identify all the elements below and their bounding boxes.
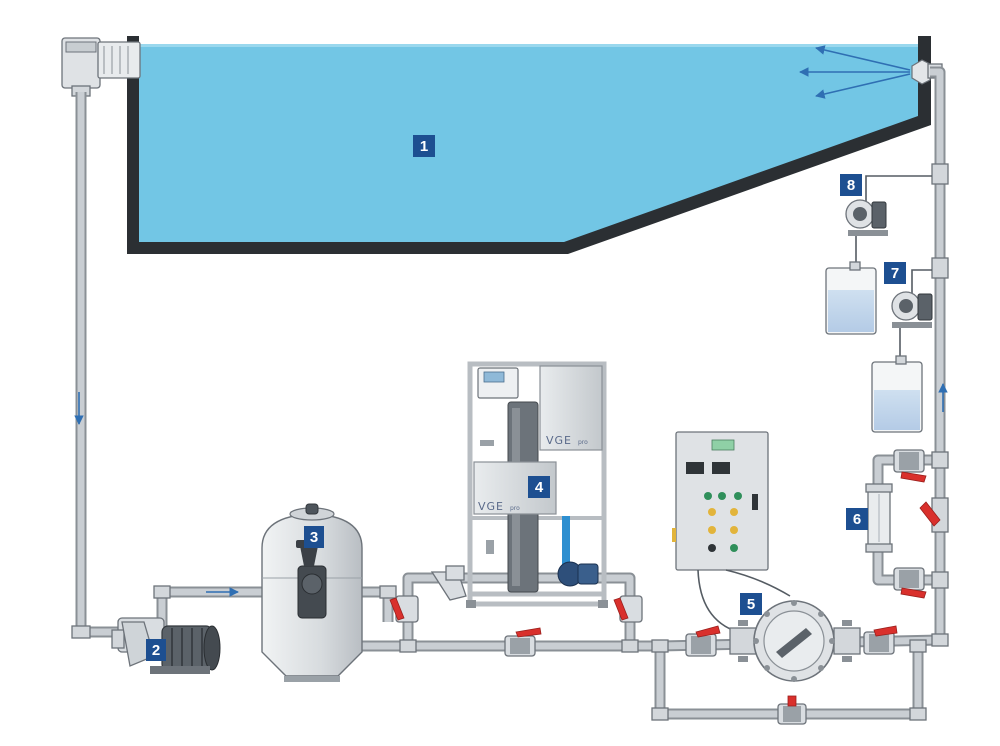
chemical-tank-lower: [871, 355, 923, 433]
valve-generator-inlet: [389, 595, 419, 623]
generator-logo-main: VGE: [478, 500, 504, 513]
valve-bypass: [777, 695, 807, 725]
pool: [127, 36, 931, 254]
strainer: [430, 565, 467, 601]
pool-water-surface: [139, 44, 918, 47]
heat-exchanger: [865, 483, 893, 553]
label-pump-text: 2: [152, 642, 160, 659]
valve-hx-bottom: [893, 567, 927, 599]
skimmer: [61, 37, 141, 97]
valve-hx-bypass: [919, 501, 941, 527]
dosing-pump-upper: [845, 175, 932, 268]
valve-reactor-outlet: [863, 625, 898, 655]
label-pump: 2: [146, 639, 166, 661]
generator-logo-top-sub: pro: [578, 439, 588, 446]
chemical-tank-upper: [825, 261, 877, 335]
label-pool-text: 1: [420, 138, 428, 155]
valve-generator-outlet: [613, 595, 643, 623]
pipe-joints: [71, 163, 949, 721]
valves: [389, 449, 941, 725]
chlorine-generator: VGE pro VGE pro: [466, 361, 608, 608]
label-dosing-pump-lower: 7: [884, 262, 906, 284]
label-pool: 1: [413, 135, 435, 157]
label-reactor-text: 5: [747, 596, 755, 613]
label-reactor: 5: [740, 593, 762, 615]
label-generator: 4: [528, 476, 550, 498]
valve-filter-outlet: [504, 627, 542, 657]
valve-reactor-inlet: [685, 625, 721, 657]
uv-reactor: [729, 600, 861, 682]
valve-hx-top: [893, 449, 927, 483]
label-generator-text: 4: [535, 479, 544, 496]
label-dosing-pump-lower-text: 7: [891, 265, 899, 282]
label-filter: 3: [304, 526, 324, 548]
generator-logo-main-sub: pro: [510, 505, 520, 512]
label-heat-exchanger-text: 6: [853, 511, 861, 528]
label-dosing-pump-upper: 8: [840, 174, 862, 196]
dosing-pump-lower: [891, 269, 933, 362]
label-dosing-pump-upper-text: 8: [847, 177, 855, 194]
generator-logo-top: VGE: [546, 434, 572, 447]
label-heat-exchanger: 6: [846, 508, 868, 530]
sand-filter: [261, 503, 363, 682]
label-filter-text: 3: [310, 529, 318, 546]
control-panel: [672, 431, 791, 633]
pool-water: [137, 46, 921, 244]
